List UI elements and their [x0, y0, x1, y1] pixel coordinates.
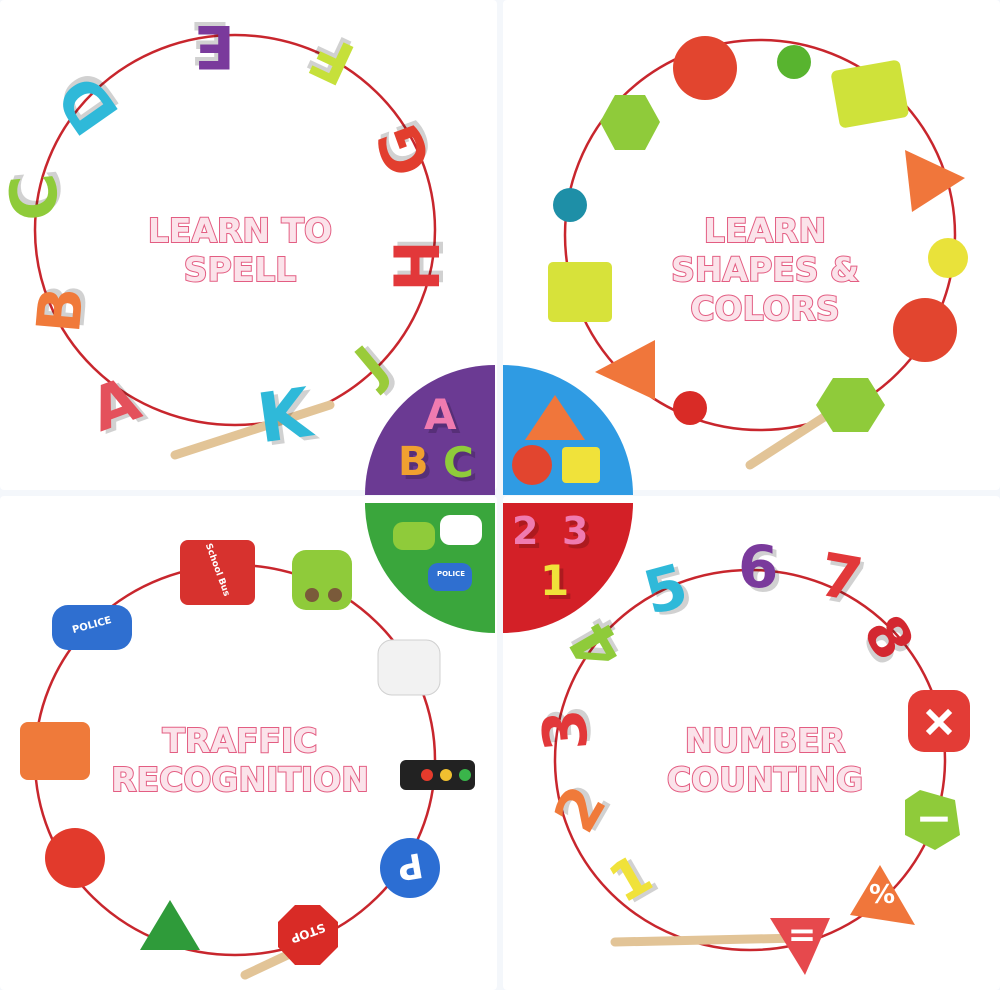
parking-bead — [380, 838, 440, 898]
letter-bead-c: C — [0, 170, 75, 224]
number-bead-3: 3 — [529, 706, 603, 754]
number-bead-6: 6 — [738, 533, 779, 601]
red-light — [421, 769, 433, 781]
badge-police-car — [428, 563, 472, 591]
orange-bus-bead — [20, 722, 90, 780]
caption-number-counting: NUMBER COUNTING — [650, 720, 880, 800]
badge-letter-c: C — [443, 438, 474, 487]
letter-bead-e: E — [194, 11, 235, 81]
shape-circle — [673, 36, 737, 100]
shape-small-ball — [777, 45, 811, 79]
shape-triangle — [905, 150, 965, 212]
numbers-string — [553, 568, 947, 952]
caption-line: NUMBER — [684, 720, 846, 761]
spell-string — [33, 33, 437, 427]
badge-number-2: 2 — [512, 509, 539, 553]
badge-square — [562, 447, 600, 483]
yellow-light — [440, 769, 452, 781]
letter-bead-b: B — [24, 284, 98, 336]
badge-circle — [512, 445, 552, 485]
wheel — [305, 588, 319, 602]
shape-square — [831, 60, 909, 128]
caption-line: LEARN — [703, 210, 827, 251]
operator-minus-bead — [905, 790, 960, 850]
wheel — [328, 588, 342, 602]
spell-needle — [170, 400, 335, 460]
green-car-bead — [292, 550, 352, 610]
shapes-string — [563, 38, 957, 432]
shape-hexagon — [600, 95, 660, 150]
shape-hexagon — [816, 378, 885, 432]
operator-plus-bead — [908, 690, 970, 752]
ambulance-bead — [377, 639, 441, 696]
numbers-needle — [610, 933, 805, 947]
round-bead — [45, 828, 105, 888]
shape-circle — [893, 298, 957, 362]
operator-equals-glyph: = — [787, 915, 817, 955]
bus-bead — [180, 540, 255, 605]
caption-traffic-recognition: TRAFFIC RECOGNITION — [110, 720, 370, 800]
badge-number-1: 1 — [540, 556, 570, 605]
caption-learn-to-spell: LEARN TO SPELL — [120, 210, 360, 290]
tree-bead — [140, 900, 200, 950]
badge-letters-quarter — [365, 365, 495, 495]
shape-triangle — [595, 340, 655, 400]
shape-square — [548, 262, 612, 322]
letter-bead-k: K — [252, 373, 316, 460]
traffic-light-bead — [400, 760, 475, 790]
shape-small-ball — [553, 188, 587, 222]
badge-triangle — [525, 395, 585, 440]
badge-ambulance — [440, 515, 482, 545]
caption-line: RECOGNITION — [110, 759, 370, 800]
badge-letter-b: B — [398, 439, 429, 485]
caption-line: COUNTING — [666, 759, 864, 800]
green-light — [459, 769, 471, 781]
operator-percent-glyph: % — [868, 880, 896, 910]
stop-sign-bead — [278, 905, 338, 965]
badge-number-3: 3 — [562, 509, 589, 553]
shape-small-ball — [673, 391, 707, 425]
caption-learn-shapes-colors: LEARN SHAPES & COLORS — [600, 210, 930, 329]
badge-letter-a: A — [424, 390, 457, 439]
letter-bead-h: H — [380, 240, 454, 292]
operator-percent-bead — [850, 865, 915, 925]
operator-equals-bead — [770, 918, 830, 975]
badge-green-car — [393, 522, 435, 550]
shapes-needle — [745, 405, 840, 470]
caption-line: SPELL — [183, 249, 298, 290]
police-car-bead — [52, 605, 132, 650]
caption-line: LEARN TO — [147, 210, 333, 251]
caption-line: TRAFFIC — [161, 720, 318, 761]
badge-numbers-quarter — [503, 503, 633, 633]
badge-police-label: POLICE — [436, 570, 466, 578]
operator-minus-glyph: − — [915, 793, 953, 844]
caption-line: SHAPES & COLORS — [670, 249, 860, 329]
parking-label: P — [394, 844, 426, 888]
shape-small-ball — [928, 238, 968, 278]
